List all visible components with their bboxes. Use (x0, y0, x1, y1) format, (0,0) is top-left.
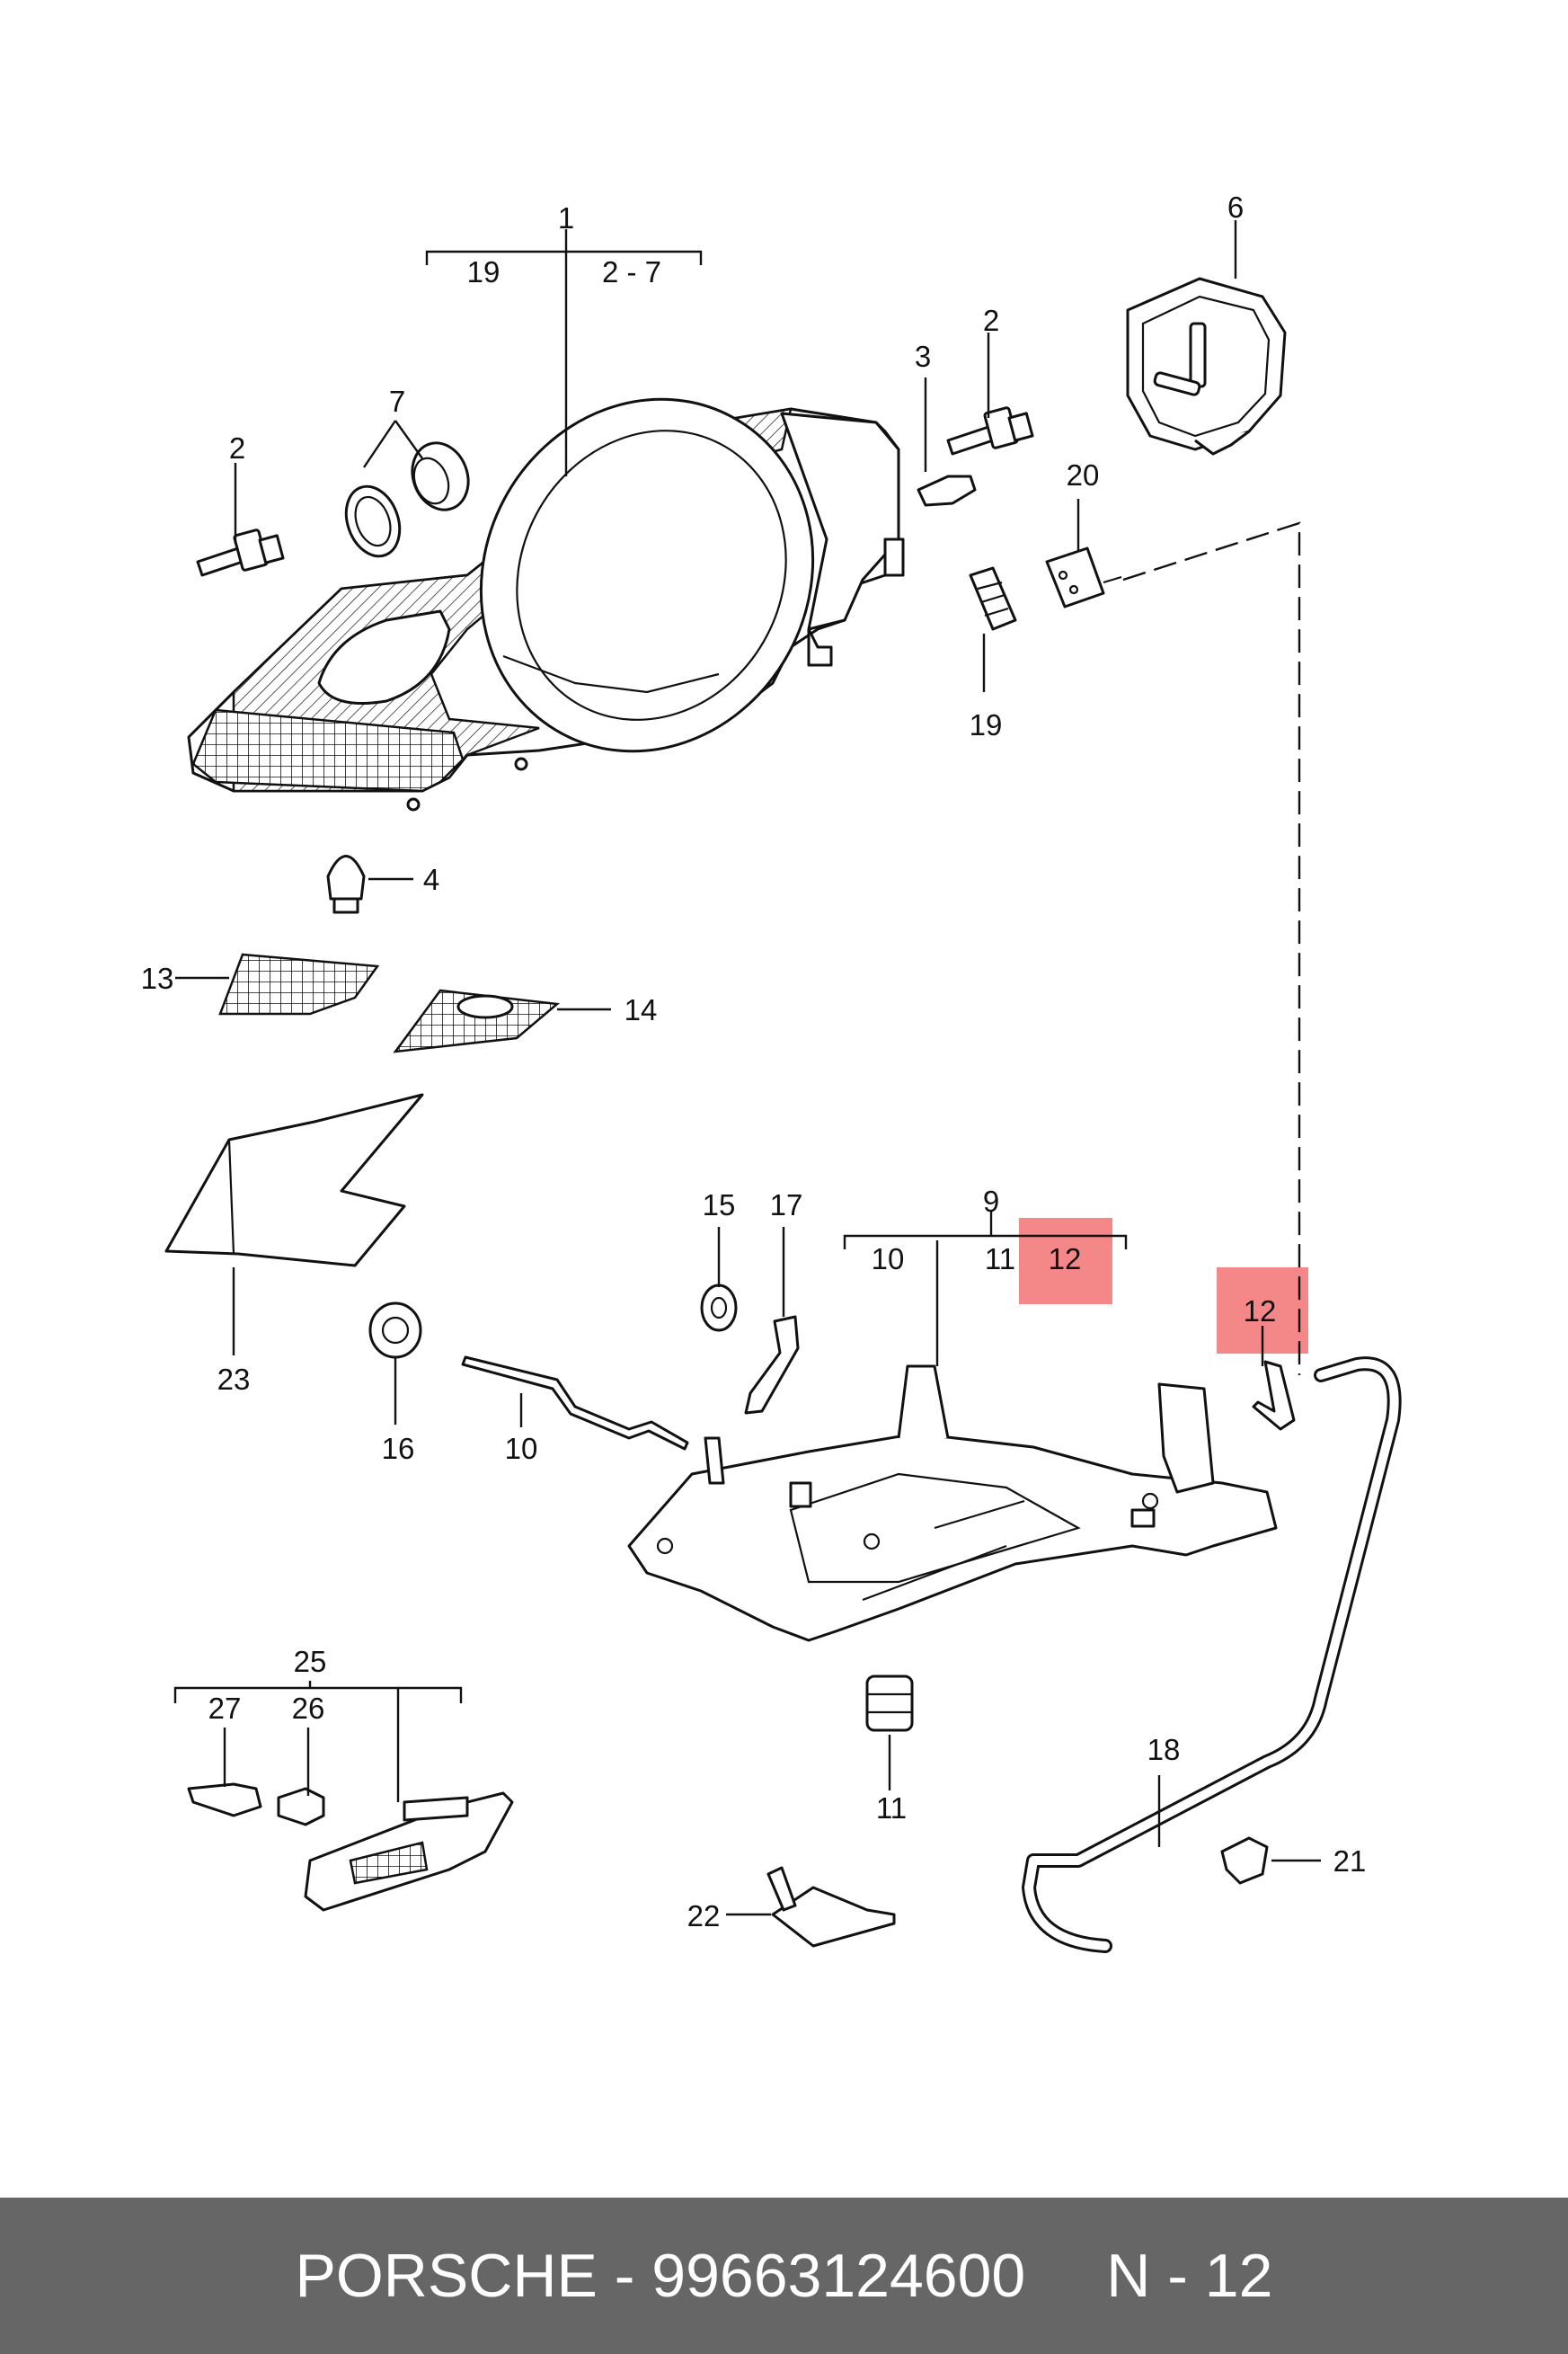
footer-part-number: 99663124600 (651, 2242, 1026, 2310)
callout-15: 15 (703, 1188, 736, 1221)
part-15-grommet (700, 1284, 738, 1332)
callout-20: 20 (1067, 458, 1100, 492)
part-12-clip (1252, 1360, 1296, 1431)
callout-2-right: 2 (983, 304, 999, 337)
callout-11-bracket: 11 (985, 1242, 1015, 1275)
callout-21: 21 (1333, 1844, 1367, 1878)
footer-diagram-ref: N - 12 (1106, 2242, 1273, 2310)
callout-labels: 1 19 2 - 7 6 2 3 7 2 20 19 4 13 14 23 15… (141, 191, 1367, 1932)
part-3-bulb (917, 475, 977, 507)
callout-26: 26 (292, 1692, 325, 1725)
callout-3: 3 (915, 340, 931, 373)
headlamp-assembly (187, 397, 905, 812)
callout-12-clip: 12 (1244, 1294, 1277, 1328)
leader-lines (173, 220, 1321, 1916)
part-26-bulb (277, 1787, 325, 1826)
part-16-grommet (368, 1301, 422, 1359)
callout-7: 7 (389, 385, 405, 418)
callout-17: 17 (770, 1188, 803, 1221)
callout-2-7: 2 - 7 (602, 255, 661, 289)
part-22-bracket (766, 1866, 896, 1948)
part-14-lens (393, 989, 561, 1053)
highlight-box-12-top (1019, 1218, 1112, 1304)
callout-22: 22 (687, 1899, 721, 1932)
callout-19: 19 (970, 708, 1003, 742)
part-2-bulb-left (196, 529, 285, 577)
callout-13: 13 (141, 962, 174, 995)
part-23-foil (164, 1093, 424, 1267)
part-19-connector (969, 566, 1017, 631)
parts-diagram: 1 19 2 - 7 6 2 3 7 2 20 19 4 13 14 23 15… (141, 191, 1402, 1953)
part-9-carrier-frame (627, 1364, 1278, 1642)
callout-6: 6 (1227, 191, 1244, 224)
part-4-bulb (326, 855, 366, 914)
callout-10-rod: 10 (505, 1432, 538, 1465)
callout-1: 1 (558, 201, 574, 235)
part-7-seals (344, 441, 470, 558)
callout-16: 16 (382, 1432, 415, 1465)
callout-25: 25 (294, 1645, 327, 1678)
footer-separator: - (597, 2242, 652, 2310)
callout-19-top: 19 (467, 255, 501, 289)
callout-14: 14 (625, 993, 658, 1026)
part-20-connector (1045, 546, 1122, 608)
callout-4: 4 (423, 863, 439, 896)
part-25-side-marker (304, 1791, 514, 1912)
callout-23: 23 (217, 1363, 251, 1396)
callout-27: 27 (208, 1692, 242, 1725)
callout-11-damper: 11 (876, 1791, 907, 1825)
callout-9: 9 (983, 1185, 999, 1218)
part-10-rod (461, 1355, 689, 1451)
footer-bar: PORSCHE - 99663124600 N - 12 (0, 2198, 1568, 2354)
footer-brand: PORSCHE (295, 2242, 598, 2310)
part-27-socket (187, 1782, 262, 1817)
part-11-damper (865, 1674, 914, 1732)
callout-18: 18 (1147, 1733, 1181, 1766)
callout-10-bracket: 10 (872, 1242, 905, 1275)
part-21-clip (1220, 1836, 1269, 1885)
callout-2-left: 2 (229, 431, 245, 465)
part-17-bracket (744, 1315, 800, 1415)
part-6-headlamp-cover (1126, 277, 1287, 456)
part-13-lens (218, 953, 380, 1016)
part-2-bulb-right (946, 406, 1034, 456)
part-14-lens-lamp (456, 994, 514, 1019)
callout-12-bracket: 12 (1049, 1242, 1082, 1275)
